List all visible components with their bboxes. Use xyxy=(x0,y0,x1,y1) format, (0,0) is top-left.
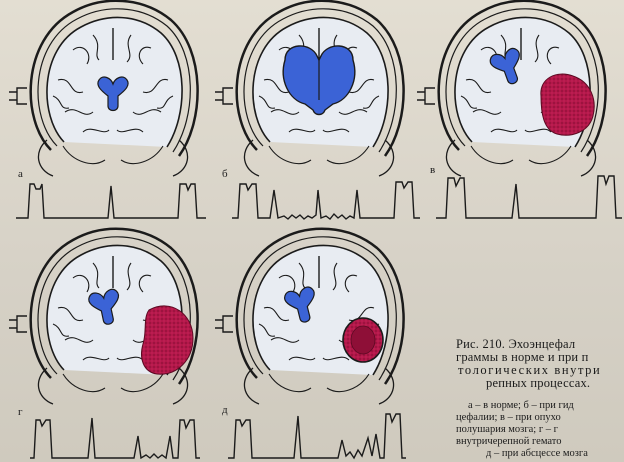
panel-b-head xyxy=(215,1,404,176)
panel-a-head xyxy=(9,1,198,176)
caption-legend-line: цефалии; в – при опухо xyxy=(456,412,624,424)
panel-label-g: г xyxy=(18,406,23,418)
caption-title-line: репных процессах. xyxy=(456,377,624,390)
caption-legend-line: полушария мозга; г – г xyxy=(456,424,624,436)
panel-label-d: д xyxy=(222,404,228,416)
panel-a-echogram xyxy=(16,184,206,218)
panel-label-b: б xyxy=(222,168,228,180)
caption-legend: а – в норме; б – при гид цефалии; в – пр… xyxy=(456,400,624,460)
panel-g-echogram xyxy=(30,418,200,458)
panel-d-head xyxy=(215,229,404,404)
panel-v-echogram xyxy=(436,176,622,218)
panel-b-echogram xyxy=(232,182,420,219)
panel-label-v: в xyxy=(430,164,435,176)
caption-legend-line: а – в норме; б – при гид xyxy=(456,400,624,412)
panel-label-a: а xyxy=(18,168,23,180)
panel-d-echogram xyxy=(228,414,406,458)
figure-caption: Рис. 210. Эхоэнцефал граммы в норме и пр… xyxy=(456,338,624,460)
panel-v-head xyxy=(417,1,606,176)
panel-g-head xyxy=(9,229,198,404)
caption-legend-line: внутричерепной гемато xyxy=(456,436,624,448)
caption-title: Рис. 210. Эхоэнцефал граммы в норме и пр… xyxy=(456,338,624,390)
caption-legend-line: д – при абсцессе мозга xyxy=(456,448,624,460)
